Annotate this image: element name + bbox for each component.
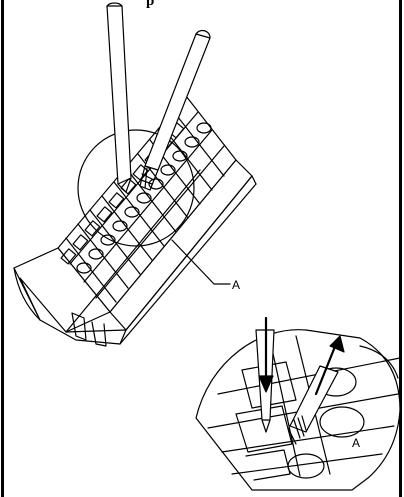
- callout-label-detail: A: [352, 436, 360, 450]
- terminal-block-body: [13, 95, 257, 347]
- detail-circle: [77, 129, 195, 247]
- pull-up-arrow-icon: [314, 335, 345, 396]
- callout-label-main: A: [232, 278, 240, 292]
- wire-entry-holes: [76, 122, 212, 274]
- right-border: [399, 0, 402, 497]
- left-border: [1, 0, 4, 497]
- screwdriver-tool: [106, 2, 132, 193]
- wire-conductor: [139, 29, 211, 191]
- push-down-arrow-icon: [258, 316, 274, 393]
- callout-leader-main: [171, 239, 231, 285]
- page-title-fragment: p: [146, 0, 155, 9]
- wire-detail: [287, 365, 339, 445]
